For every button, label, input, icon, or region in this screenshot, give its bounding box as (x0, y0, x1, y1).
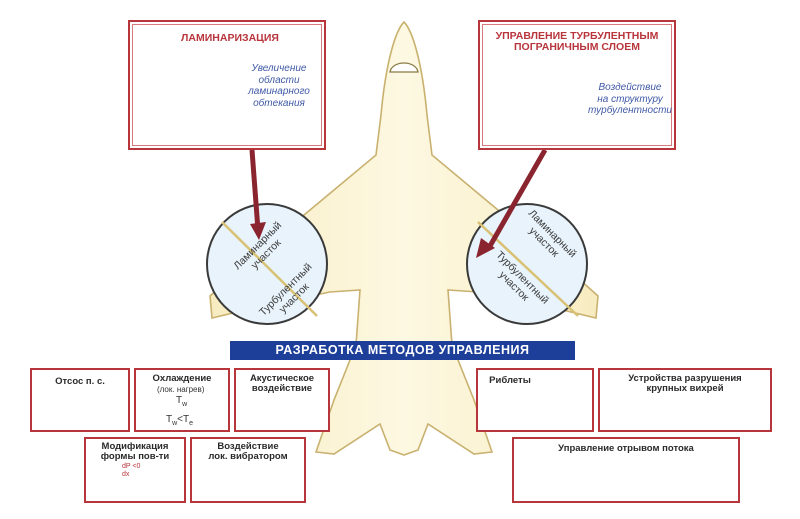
laminarization-desc-line-4: обтекания (253, 97, 305, 109)
right-pointer-arrow (487, 148, 548, 248)
cooling-formula-a: T (166, 414, 173, 425)
turbulent-desc-line-1: Воздействие (598, 82, 662, 93)
suction-box (30, 368, 130, 432)
shape-mod-title-line-1: Модификация (101, 441, 169, 452)
shape-mod-formula-den: dx (122, 471, 130, 478)
left-pointer-arrow (249, 149, 261, 231)
cockpit-canopy (389, 62, 419, 73)
separation-control-title: Управление отрывом потока (558, 443, 694, 454)
left-zoom-circle (206, 203, 328, 325)
left-pointer-arrow-head (250, 222, 266, 240)
cooling-formula-lt: < (177, 414, 184, 425)
cooling-formula-a-sub: w (172, 420, 178, 427)
turbulent-control-title-line-2: ПОГРАНИЧНЫМ СЛОЕМ (514, 41, 640, 53)
shape-mod-box (84, 437, 186, 503)
laminarization-description: Увеличение области ламинарного обтекания (236, 63, 322, 109)
cooling-symbol-top-letter: T (176, 395, 183, 406)
laminarization-desc-line-2: области (258, 74, 300, 86)
acoustic-title-line-1: Акустическое (249, 373, 315, 384)
suction-title: Отсос п. с. (55, 376, 105, 387)
cooling-title: Охлаждение (152, 373, 212, 384)
shape-mod-title-line-2: формы пов-ти (100, 451, 170, 462)
riblets-box (476, 368, 594, 432)
turbulent-control-box (478, 20, 676, 150)
laminarization-title: ЛАМИНАРИЗАЦИЯ (181, 32, 279, 44)
turbulent-desc-line-3: турбулентности (588, 105, 672, 116)
cooling-formula-b: T (183, 414, 190, 425)
vibrator-title-line-2: лок. вибратором (208, 451, 288, 462)
riblets-title: Риблеты (489, 375, 531, 386)
separation-control-box (512, 437, 740, 503)
acoustic-box (234, 368, 330, 432)
cooling-box (134, 368, 230, 432)
methods-banner: РАЗРАБОТКА МЕТОДОВ УПРАВЛЕНИЯ (230, 341, 575, 360)
vortex-devices-title-line-2: крупных вихрей (646, 383, 724, 394)
laminarization-desc-line-3: ламинарного (248, 86, 310, 97)
cooling-formula-b-sub: e (189, 420, 194, 427)
turbulent-control-title-line-1: УПРАВЛЕНИЕ ТУРБУЛЕНТНЫМ (495, 30, 659, 42)
vibrator-title-line-1: Воздействие (217, 441, 279, 452)
acoustic-title-line-2: воздействие (251, 383, 313, 394)
shape-mod-formula: dP <0 (122, 463, 141, 470)
vortex-devices-box (598, 368, 772, 432)
cooling-formula: Tw<Te (166, 414, 193, 427)
aircraft-silhouette (209, 20, 599, 456)
vortex-devices-title-line-1: Устройства разрушения (628, 373, 742, 384)
cooling-symbol-top: Tw (176, 395, 187, 408)
left-circle-airfoil-edge (221, 221, 318, 317)
turbulent-control-description: Воздействие на структуру турбулентности (586, 82, 674, 117)
right-pointer-arrow-head (476, 238, 495, 258)
vibrator-box (190, 437, 306, 503)
turbulent-desc-line-2: на структуру (597, 93, 663, 105)
laminarization-desc-line-1: Увеличение (251, 63, 307, 74)
cooling-symbol-top-sub: w (182, 401, 188, 408)
laminarization-box (128, 20, 326, 150)
cooling-subtitle: (лок. нагрев) (157, 385, 205, 394)
